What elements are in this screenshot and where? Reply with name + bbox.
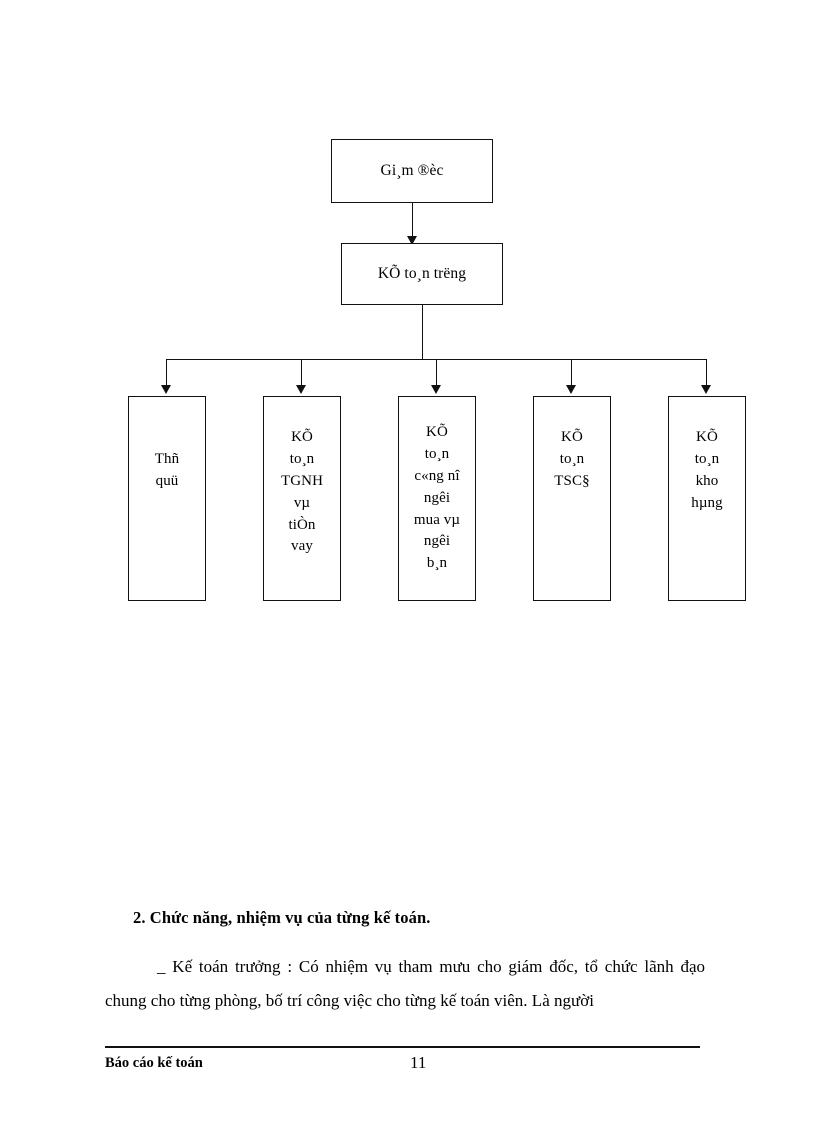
connector-bus-to-leaf1 [166, 359, 167, 387]
section-heading: 2. Chức năng, nhiệm vụ của từng kế toán. [133, 908, 431, 927]
connector-bus-to-leaf5 [706, 359, 707, 387]
footer-rule [105, 1046, 700, 1048]
page-footer: Báo cáo kế toán 11 [105, 1053, 700, 1079]
org-node-bank-and-cash-accounting-label: KÕ to¸n TGNH vµ tiÒn vay [280, 429, 324, 555]
org-node-treasurer-label: Thñ quü [154, 451, 180, 489]
connector-bus-to-leaf4 [571, 359, 572, 387]
org-node-director-label: Gi¸m ®èc [380, 161, 444, 179]
connector-director-to-chief [412, 203, 413, 239]
org-chart: Gi¸m ®èc KÕ to¸n trëng Thñ quü KÕ to¸n T… [128, 139, 746, 601]
org-node-chief-accountant: KÕ to¸n trëng [341, 243, 503, 305]
arrow-into-leaf5 [701, 385, 711, 394]
org-node-director: Gi¸m ®èc [331, 139, 493, 203]
org-node-warehouse-accounting-label: KÕ to¸n kho hµng [691, 429, 723, 511]
org-node-payables-receivables-accounting-label: KÕ to¸n c«ng nî ngêi mua vµ ngêi b¸n [413, 424, 461, 572]
footer-document-title: Báo cáo kế toán [105, 1055, 203, 1071]
body-paragraph: _ Kế toán trưởng : Có nhiệm vụ tham mưu … [105, 957, 705, 1010]
arrow-into-leaf3 [431, 385, 441, 394]
arrow-into-leaf2 [296, 385, 306, 394]
footer-page-number: 11 [410, 1053, 427, 1072]
arrow-into-leaf4 [566, 385, 576, 394]
arrow-into-chief [407, 236, 417, 245]
arrow-into-leaf1 [161, 385, 171, 394]
org-node-treasurer: Thñ quü [128, 396, 206, 601]
org-node-chief-accountant-label: KÕ to¸n trëng [377, 264, 467, 282]
org-node-fixed-assets-accounting: KÕ to¸n TSC§ [533, 396, 611, 601]
org-node-warehouse-accounting: KÕ to¸n kho hµng [668, 396, 746, 601]
connector-bus-to-leaf3 [436, 359, 437, 387]
body-text: 2. Chức năng, nhiệm vụ của từng kế toán.… [105, 908, 705, 1018]
org-node-bank-and-cash-accounting: KÕ to¸n TGNH vµ tiÒn vay [263, 396, 341, 601]
org-node-fixed-assets-accounting-label: KÕ to¸n TSC§ [554, 429, 590, 489]
connector-bus-to-leaf2 [301, 359, 302, 387]
org-node-payables-receivables-accounting: KÕ to¸n c«ng nî ngêi mua vµ ngêi b¸n [398, 396, 476, 601]
connector-chief-to-bus [422, 305, 423, 359]
